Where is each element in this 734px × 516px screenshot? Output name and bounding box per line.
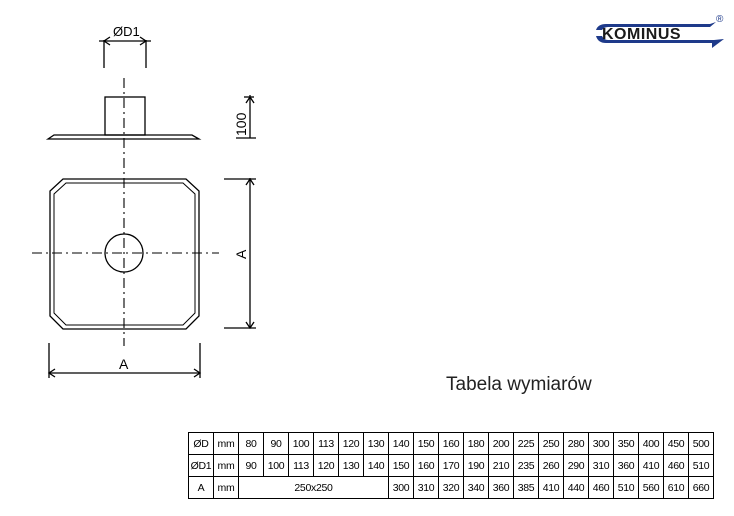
table-cell: 100: [288, 432, 314, 455]
table-cell: 660: [688, 476, 714, 499]
table-cell: 280: [563, 432, 589, 455]
plate-outline: [49, 178, 200, 330]
table-cell: 310: [588, 454, 614, 477]
logo-wordmark: KOMINUS: [602, 26, 681, 43]
table-cell: 260: [538, 454, 564, 477]
table-cell: 510: [688, 454, 714, 477]
row-unit: mm: [213, 454, 239, 477]
table-cell: 140: [363, 454, 389, 477]
table-cell: 120: [313, 454, 339, 477]
flange-plate: [45, 134, 202, 140]
table-cell: 450: [663, 432, 689, 455]
table-cell: 440: [563, 476, 589, 499]
table-cell: 340: [463, 476, 489, 499]
row-label: A: [188, 476, 214, 499]
table-cell: 210: [488, 454, 514, 477]
table-cell: 350: [613, 432, 639, 455]
d1-label: ØD1: [113, 24, 140, 39]
d1-arrow-right: [139, 36, 148, 46]
a-side-label: A: [233, 249, 249, 259]
table-cell: 300: [588, 432, 614, 455]
d1-arrow-left: [102, 36, 111, 46]
table-cell: 235: [513, 454, 539, 477]
table-cell: 180: [463, 432, 489, 455]
a-bottom-label: A: [119, 356, 129, 372]
table-cell: 400: [638, 432, 664, 455]
table-cell: 310: [413, 476, 439, 499]
table-cell: 150: [388, 454, 414, 477]
table-cell: 385: [513, 476, 539, 499]
table-cell: 360: [488, 476, 514, 499]
table-cell: 610: [663, 476, 689, 499]
table-cell: 100: [263, 454, 289, 477]
table-cell: 510: [613, 476, 639, 499]
table-cell: 160: [413, 454, 439, 477]
table-cell: 170: [438, 454, 464, 477]
table-cell: 113: [288, 454, 314, 477]
table-cell: 120: [338, 432, 364, 455]
table-cell: 460: [663, 454, 689, 477]
table-title: Tabela wymiarów: [446, 374, 592, 395]
table-cell: 90: [263, 432, 289, 455]
table-cell: 113: [313, 432, 339, 455]
logo-arrow-top: [596, 22, 716, 30]
a-bottom-arrow-right: [193, 368, 202, 378]
height-label: 100: [233, 112, 249, 136]
table-cell: 410: [638, 454, 664, 477]
table-cell: 130: [338, 454, 364, 477]
table-cell: 200: [488, 432, 514, 455]
table-cell: 500: [688, 432, 714, 455]
row-label: ØD1: [188, 454, 214, 477]
table-cell: 190: [463, 454, 489, 477]
height-arrow-top: [245, 95, 255, 104]
table-cell: 290: [563, 454, 589, 477]
a-bottom-arrow-left: [47, 368, 56, 378]
table-cell: 300: [388, 476, 414, 499]
a-side-arrow-bottom: [245, 321, 255, 330]
row-unit: mm: [213, 476, 239, 499]
table-cell: 160: [438, 432, 464, 455]
table-cell: 410: [538, 476, 564, 499]
table-cell: 80: [238, 432, 264, 455]
pipe-stub: [104, 96, 146, 136]
plate-inner-edge: [53, 182, 196, 326]
table-cell: 150: [413, 432, 439, 455]
table-cell: 140: [388, 432, 414, 455]
table-cell: 250: [538, 432, 564, 455]
row-unit: mm: [213, 432, 239, 455]
table-cell: 225: [513, 432, 539, 455]
kominus-logo: KOMINUS ®: [596, 14, 724, 48]
table-cell: 360: [613, 454, 639, 477]
registered-mark: ®: [716, 14, 724, 25]
table-cell: 130: [363, 432, 389, 455]
table-cell: 320: [438, 476, 464, 499]
logo-arrow-bottom: [596, 36, 724, 48]
table-cell: 460: [588, 476, 614, 499]
row-label: ØD: [188, 432, 214, 455]
table-cell: 90: [238, 454, 264, 477]
table-cell: 560: [638, 476, 664, 499]
a-side-arrow-top: [245, 177, 255, 186]
table-cell: 250x250: [238, 476, 389, 499]
